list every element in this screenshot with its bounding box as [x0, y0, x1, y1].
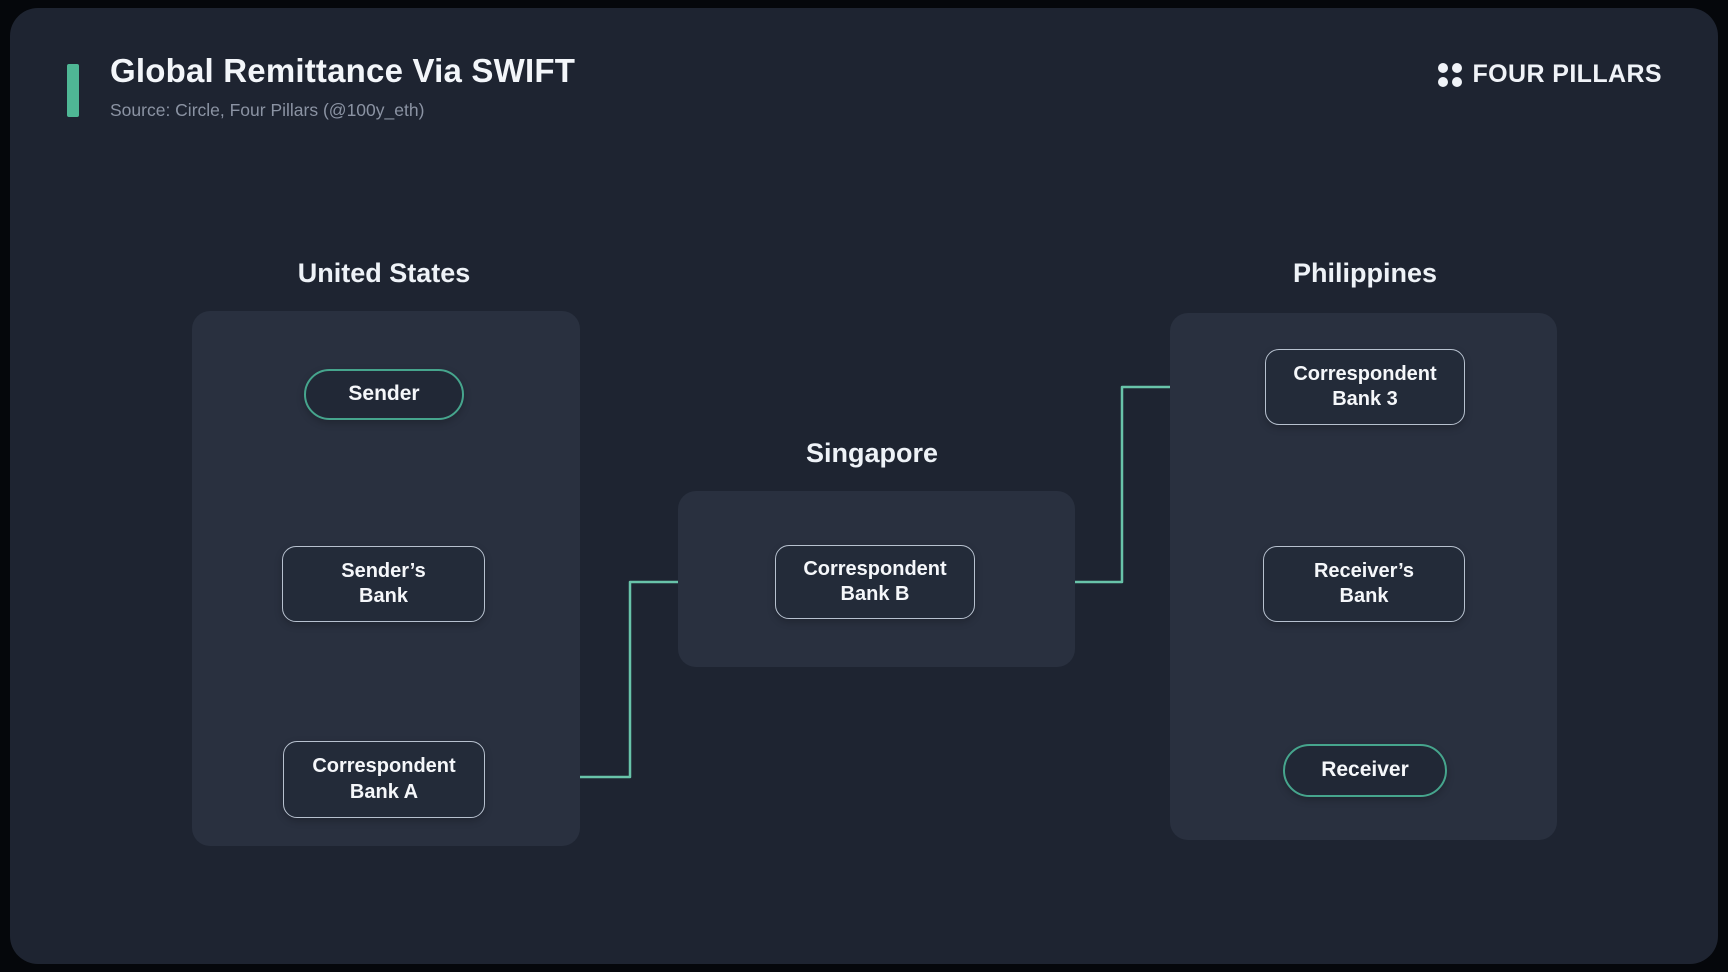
- node-label-line: Sender: [348, 382, 420, 406]
- node-label-line: Receiver’s: [1313, 559, 1415, 582]
- node-label-line: Correspondent: [312, 755, 456, 778]
- node-label-line: Receiver: [1321, 758, 1409, 782]
- four-pillars-logo: FOUR PILLARS: [1438, 60, 1662, 89]
- header: Global Remittance Via SWIFT Source: Circ…: [10, 8, 1718, 138]
- node-label-line: Correspondent: [803, 557, 947, 580]
- title-accent-bar: [67, 64, 79, 117]
- page-subtitle: Source: Circle, Four Pillars (@100y_eth): [110, 100, 425, 120]
- logo-label: FOUR PILLARS: [1472, 60, 1662, 88]
- node-label-line: Correspondent: [1293, 362, 1437, 385]
- node-label-line: Bank 3: [1332, 388, 1398, 410]
- page-title: Global Remittance Via SWIFT: [110, 52, 576, 89]
- node-label-line: Sender’s: [341, 559, 426, 582]
- node-sender: Sender: [304, 369, 464, 420]
- infographic-card: Global Remittance Via SWIFT Source: Circ…: [10, 8, 1718, 964]
- node-label-line: Bank: [1339, 585, 1389, 607]
- group-label-philippines: Philippines: [1292, 258, 1438, 288]
- group-label-united-states: United States: [297, 258, 471, 288]
- node-label-line: Bank A: [349, 780, 419, 803]
- four-dots-icon: [1438, 62, 1463, 87]
- group-label-singapore: Singapore: [805, 438, 939, 468]
- node-receiver: Receiver: [1283, 744, 1447, 797]
- node-label-line: Bank B: [840, 583, 910, 605]
- node-label-line: Bank: [359, 585, 408, 607]
